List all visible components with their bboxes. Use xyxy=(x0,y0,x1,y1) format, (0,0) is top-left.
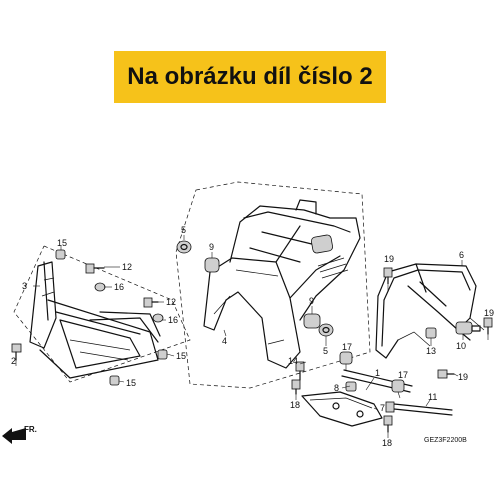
callout-15-upper: 15 xyxy=(57,238,67,248)
callout-17-lower: 17 xyxy=(398,370,408,380)
callout-3: 3 xyxy=(22,281,27,291)
bolt-14 xyxy=(295,361,305,381)
callout-16-upper: 16 xyxy=(114,282,124,292)
lock-10 xyxy=(455,321,481,335)
banner-text: Na obrázku díl číslo 2 xyxy=(127,63,373,90)
callout-19-right: 19 xyxy=(484,308,494,318)
washer-16-lower xyxy=(152,313,164,323)
callout-19-lower: 19 xyxy=(458,372,468,382)
callout-15-lower: 15 xyxy=(176,351,186,361)
bolt-12-lower xyxy=(143,297,159,308)
callout-14: 14 xyxy=(288,356,298,366)
callout-8: 8 xyxy=(334,383,339,393)
callout-5-right: 5 xyxy=(323,346,328,356)
callout-10: 10 xyxy=(456,341,466,351)
mount-rubber-parts xyxy=(176,240,334,337)
clip-15-lower xyxy=(157,349,168,360)
clip-15-base xyxy=(109,375,120,386)
pivot-pipe-part xyxy=(339,351,413,393)
bolt-18-left xyxy=(291,379,301,395)
left-group-outline xyxy=(13,245,191,383)
bolt-2 xyxy=(11,343,22,361)
diagram-code: GEZ3F2200B xyxy=(424,437,467,444)
callout-12-upper: 12 xyxy=(122,262,132,272)
direction-label: FR. xyxy=(24,425,37,434)
callout-9-right: 9 xyxy=(309,296,314,306)
bolt-19-left xyxy=(383,267,393,285)
callout-19-left: 19 xyxy=(384,254,394,264)
long-bolt-part xyxy=(385,401,453,416)
bolt-18-right xyxy=(383,415,393,433)
clip-15-upper xyxy=(55,249,66,260)
frame-group-outline xyxy=(175,181,371,389)
callout-4: 4 xyxy=(222,336,227,346)
leader-lines xyxy=(15,235,489,438)
callout-6: 6 xyxy=(459,250,464,260)
front-direction-arrow: FR. xyxy=(2,425,37,444)
callout-9-left: 9 xyxy=(209,242,214,252)
bolt-12-upper xyxy=(85,263,105,274)
front-frame-part xyxy=(29,261,161,379)
callout-15-base: 15 xyxy=(126,378,136,388)
bolt-19-right xyxy=(483,317,493,335)
washer-16-upper xyxy=(94,282,106,292)
callout-1: 1 xyxy=(375,368,380,378)
callout-18-left: 18 xyxy=(290,400,300,410)
rear-bracket-part xyxy=(375,263,485,359)
title-banner: Na obrázku díl číslo 2 xyxy=(114,51,386,103)
collar-8 xyxy=(345,381,357,392)
callout-7: 7 xyxy=(380,403,385,413)
callout-12-lower: 12 xyxy=(166,297,176,307)
callout-18-right: 18 xyxy=(382,438,392,448)
callout-13: 13 xyxy=(426,346,436,356)
main-frame-part xyxy=(203,199,361,369)
callout-16-lower: 16 xyxy=(168,315,178,325)
callout-2: 2 xyxy=(11,356,16,366)
callout-5-left: 5 xyxy=(181,225,186,235)
bolt-19-lower xyxy=(437,369,455,379)
callout-17-upper: 17 xyxy=(342,342,352,352)
callout-11: 11 xyxy=(428,392,437,402)
lower-bracket-part xyxy=(301,391,383,427)
nut-13 xyxy=(425,327,437,339)
